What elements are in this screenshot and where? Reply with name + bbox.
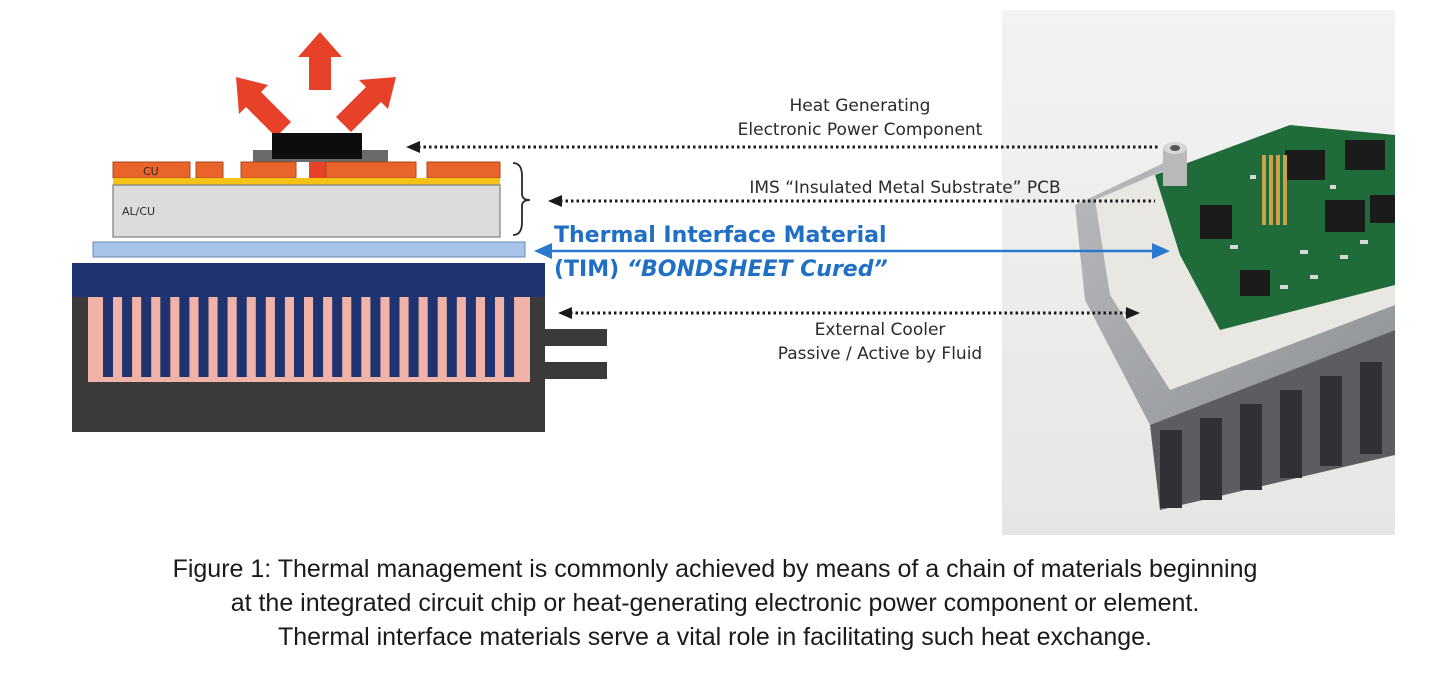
caption-line-1: Figure 1: Thermal management is commonly… <box>172 555 1258 583</box>
cooler-fin <box>504 297 515 377</box>
tim-label-line-2: (TIM) “BONDSHEET Cured” <box>554 257 888 282</box>
cooler-fin <box>332 297 343 377</box>
figure-caption: Figure 1: Thermal management is commonly… <box>60 552 1370 654</box>
heatsink-fins <box>1160 362 1382 508</box>
leader-ims-pcb <box>548 195 1155 207</box>
product-photo <box>1002 10 1395 535</box>
cooler-fin <box>485 297 495 377</box>
cooler-fin <box>351 297 362 377</box>
pcb-smd-parts <box>1230 175 1368 289</box>
standoff-post <box>1163 142 1187 186</box>
copper-traces <box>112 161 501 179</box>
cooler-fin <box>313 297 324 377</box>
power-chip <box>272 133 362 159</box>
cooler-fin <box>122 297 133 377</box>
heat-arrow-up-right <box>336 77 396 132</box>
cooler-fin <box>465 297 476 377</box>
cooler-fin <box>408 297 419 377</box>
schematic: CU AL/CU <box>72 32 607 432</box>
cooler-fin <box>236 297 247 377</box>
heat-arrow-up <box>298 32 342 90</box>
cooler-fin <box>274 297 285 377</box>
cooler-fin <box>179 297 190 377</box>
coolant-channel <box>88 297 530 382</box>
thermal-stack-diagram: CU AL/CU <box>72 10 1395 535</box>
leader-heat-component <box>406 141 1160 153</box>
ims-pcb-label: IMS “Insulated Metal Substrate” PCB <box>749 178 1061 198</box>
cooler-line-1: External Cooler <box>814 320 946 340</box>
tim-product-name: “BONDSHEET Cured” <box>626 257 888 282</box>
tim-abbreviation: (TIM) <box>554 257 627 282</box>
heat-component-line-1: Heat Generating <box>789 96 931 116</box>
heat-arrow-up-left <box>236 77 291 137</box>
cooler-line-2: Passive / Active by Fluid <box>777 344 983 364</box>
base-label: AL/CU <box>122 205 155 218</box>
copper-label: CU <box>143 165 159 178</box>
tim-layer <box>92 241 526 258</box>
cooler-fin <box>217 297 228 377</box>
pcb-components <box>1200 140 1395 296</box>
coolant-pipe-lower <box>545 362 607 379</box>
cooler-fins <box>103 297 515 377</box>
leader-tim <box>534 243 1170 259</box>
cooler-top-plate <box>72 263 545 297</box>
cooler-fin <box>198 297 209 377</box>
cooler-label: External Cooler Passive / Active by Flui… <box>740 320 1020 364</box>
heat-component-line-2: Electronic Power Component <box>737 120 983 140</box>
cooler-fin <box>160 297 171 377</box>
cooler-fin <box>370 297 381 377</box>
pcb-pins <box>1262 155 1287 225</box>
cooler-fin <box>103 297 113 377</box>
coolant-pipe-upper <box>545 329 607 346</box>
caption-line-2: at the integrated circuit chip or heat-g… <box>230 589 1200 617</box>
base-plate <box>112 184 501 238</box>
leader-cooler <box>558 307 1140 319</box>
tim-label-line-1: Thermal Interface Material <box>554 223 887 248</box>
heat-component-label: Heat Generating Electronic Power Compone… <box>700 96 1020 140</box>
pcb-board <box>1155 125 1395 330</box>
callout-leaders <box>406 141 1170 319</box>
cooler-fin <box>427 297 438 377</box>
dielectric-layer <box>113 178 500 185</box>
cooler-fin <box>389 297 400 377</box>
cooler-fin <box>446 297 457 377</box>
cooler-fin <box>141 297 152 377</box>
caption-line-3: Thermal interface materials serve a vita… <box>277 623 1153 651</box>
pcb-brace <box>512 162 531 236</box>
cooler-fin <box>255 297 266 377</box>
cooler-fin <box>294 297 304 377</box>
